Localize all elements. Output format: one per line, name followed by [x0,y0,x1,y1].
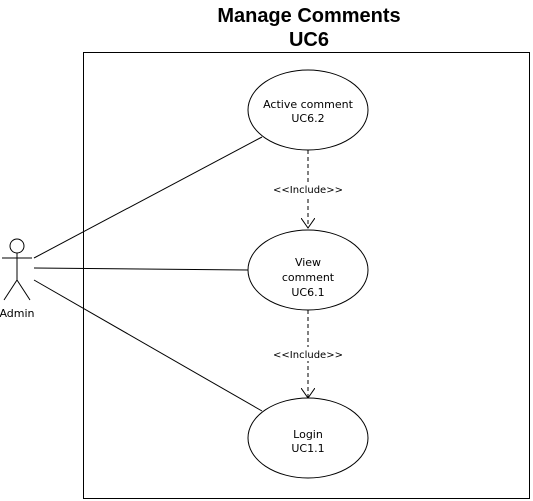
include-label-bottom: <<Include>> [273,350,343,361]
use-case-login-name: Login [293,428,323,441]
use-case-view-comment-name-line2: comment [282,271,335,284]
association-admin-login [33,279,263,412]
use-case-view-comment-name-line1: View [295,256,321,269]
use-case-login-id: UC1.1 [291,442,324,455]
use-case-active-comment-name: Active comment [263,98,353,111]
include-label-top: <<Include>> [273,185,343,196]
actor-label: Admin [0,307,35,320]
use-case-view-comment[interactable]: View comment UC6.1 [247,229,369,311]
diagram-title: Manage Comments [217,5,400,27]
actor-admin[interactable]: Admin [0,238,35,320]
use-case-view-comment-id: UC6.1 [291,286,324,299]
association-admin-active [33,136,263,259]
use-case-active-comment-id: UC6.2 [291,112,324,125]
use-case-active-comment[interactable]: Active comment UC6.2 [247,69,369,151]
association-admin-view [33,267,249,271]
include-label-bg-bottom [272,347,344,361]
include-label-bg-top [272,182,344,196]
diagram-subtitle: UC6 [289,29,329,51]
actor-stick-figure-icon [2,238,32,301]
use-case-login[interactable]: Login UC1.1 [247,397,369,479]
